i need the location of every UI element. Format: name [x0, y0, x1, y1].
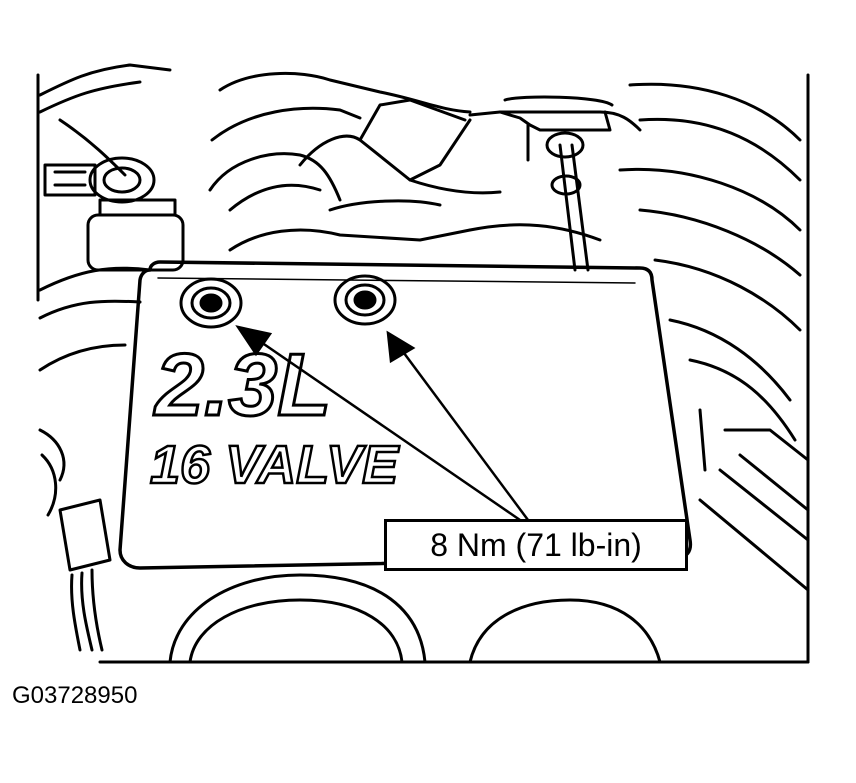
torque-callout: 8 Nm (71 lb-in) — [384, 519, 688, 571]
manifold-right — [723, 428, 810, 462]
wires — [80, 571, 94, 652]
intake-runner — [468, 110, 642, 132]
manifold-right — [698, 408, 707, 472]
hose-left-lower — [38, 343, 127, 372]
hose-left — [38, 63, 172, 97]
leader-line-right — [396, 344, 530, 521]
connector-lower-left — [58, 498, 112, 572]
wires — [70, 573, 82, 652]
callout-leaders — [235, 325, 530, 522]
intake-runner — [228, 183, 322, 212]
intake-runner — [358, 98, 467, 142]
cable-bracket — [503, 95, 614, 107]
manifold-right — [653, 258, 802, 332]
arrowhead-left — [235, 325, 273, 357]
engine-cover-edge — [157, 277, 636, 284]
sensor-cap — [102, 166, 142, 194]
wires — [90, 568, 104, 652]
torque-value: 8 Nm (71 lb-in) — [430, 526, 642, 563]
throttle-cable — [558, 143, 577, 272]
hose-left-lower — [40, 453, 58, 517]
manifold-right — [698, 498, 810, 592]
hose-left-lower — [38, 428, 66, 482]
manifold-right — [618, 167, 802, 232]
cable-end — [545, 131, 585, 159]
intake-runner — [408, 178, 502, 195]
manifold-right — [628, 82, 802, 142]
bracket-left — [38, 299, 142, 320]
sensor-cap — [88, 156, 156, 204]
cover-text-displacement: 2.3L — [153, 335, 331, 434]
pulley — [168, 573, 427, 664]
sensor-body — [86, 213, 185, 272]
bolt-left — [179, 277, 243, 329]
intake-runner — [228, 228, 472, 252]
sensor-connector — [43, 163, 97, 197]
cover-text-valves: 16 VALVE — [150, 435, 400, 495]
hose-left — [38, 80, 142, 114]
intake-runner — [208, 152, 342, 202]
cable-bracket — [498, 110, 612, 132]
pulley — [188, 598, 404, 664]
arrowhead-right — [386, 330, 416, 364]
manifold-right — [738, 453, 810, 512]
intake-runner — [328, 199, 442, 212]
bolt-right — [333, 274, 397, 326]
manifold-right — [668, 318, 792, 402]
manifold-right — [688, 358, 797, 442]
pulley — [468, 598, 662, 664]
throttle-cable — [570, 143, 590, 272]
intake-runner — [210, 106, 362, 142]
cable-end — [550, 174, 582, 196]
sensor-connector — [53, 170, 87, 187]
intake-runner — [218, 72, 472, 114]
figure-id: G03728950 — [12, 682, 138, 709]
leader-line-left — [257, 338, 521, 522]
manifold-right — [638, 208, 802, 277]
intake-runner — [468, 223, 602, 242]
manifold-right — [638, 117, 802, 182]
hose-left — [58, 118, 127, 177]
intake-runner — [298, 118, 472, 182]
manifold-right — [718, 468, 810, 542]
